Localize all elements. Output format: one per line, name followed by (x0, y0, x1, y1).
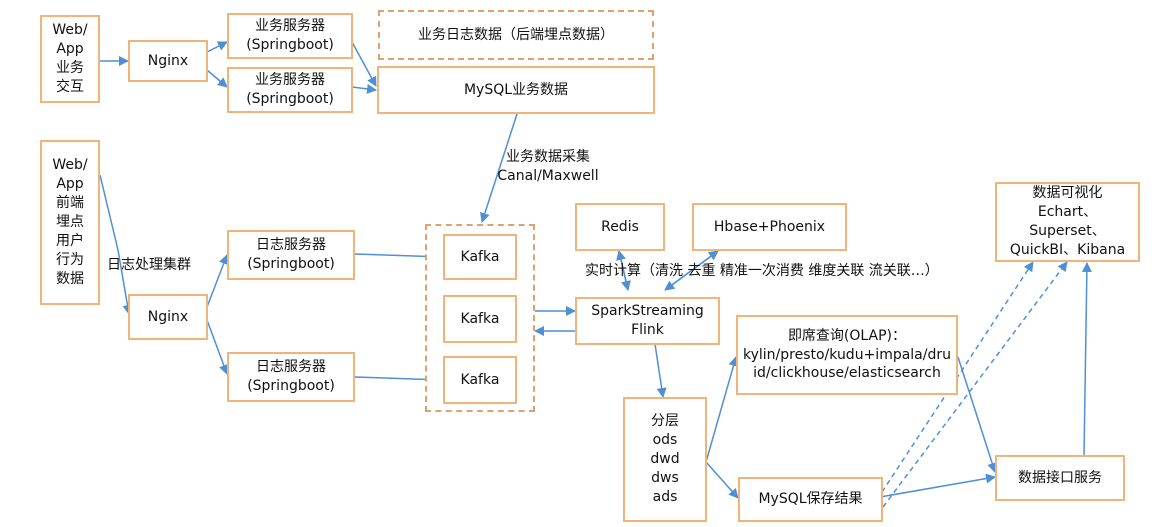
node-biz-log-data: 业务日志数据（后端埋点数据） (378, 10, 654, 60)
edge-olap-dataapi (957, 356, 998, 473)
node-kafka-3: Kafka (443, 356, 517, 404)
node-visualization: 数据可视化 Echart、 Superset、 QuickBI、Kibana (995, 182, 1140, 262)
edge-dataapi-vis (1060, 262, 1092, 457)
node-redis: Redis (575, 203, 665, 251)
edge-spark-hbase-b (664, 250, 719, 291)
node-hbase-phoenix: Hbase+Phoenix (692, 203, 847, 251)
node-biz-server-2: 业务服务器 (Springboot) (227, 67, 353, 113)
label-biz-data-collect: 业务数据采集 Canal/Maxwell (497, 149, 599, 184)
edge-nginx-log1 (206, 254, 229, 308)
node-olap: 即席查询(OLAP)： kylin/presto/kudu+impala/dru… (736, 315, 958, 395)
node-kafka-2: Kafka (443, 295, 517, 343)
edge-nginx-log2 (206, 319, 229, 375)
label-log-cluster: 日志处理集群 (107, 257, 191, 273)
edge-biz1-mysql (351, 41, 377, 87)
node-web-app-frontend: Web/ App 前端 埋点 用户 行为 数据 (40, 140, 100, 305)
edge-spark-layers (654, 343, 667, 398)
edge-mysql-kafka (480, 113, 518, 223)
edge-mysqlres-dataapi (879, 473, 996, 498)
edge-mysqlres-vis-dashed-2 (882, 261, 1068, 508)
node-nginx-bottom: Nginx (128, 294, 208, 340)
edge-spark-redis-b (618, 250, 631, 291)
label-realtime-compute: 实时计算（清洗 去重 精准一次消费 维度关联 流关联…） (585, 263, 939, 279)
edge-nginx-biz1 (206, 41, 228, 53)
edge-layers-mysqlres (705, 461, 739, 499)
edge-frontend-nginx (99, 174, 133, 315)
edge-biz2-mysql (351, 83, 377, 94)
node-log-server-2: 日志服务器 (Springboot) (227, 352, 355, 402)
node-web-app-interaction: Web/ App 业务 交互 (40, 15, 100, 103)
edge-layers-olap (705, 356, 739, 463)
node-log-server-1: 日志服务器 (Springboot) (227, 230, 355, 280)
node-nginx-top: Nginx (128, 40, 208, 82)
node-mysql-result: MySQL保存结果 (738, 477, 883, 522)
node-layers: 分层 ods dwd dws ads (623, 397, 707, 522)
node-spark-flink: SparkStreaming Flink (575, 297, 720, 345)
edge-nginx-biz2 (206, 69, 228, 88)
node-biz-server-1: 业务服务器 (Springboot) (227, 13, 353, 59)
node-data-api-service: 数据接口服务 (995, 455, 1125, 501)
node-kafka-1: Kafka (443, 234, 517, 280)
node-mysql-biz-data: MySQL业务数据 (377, 66, 655, 114)
